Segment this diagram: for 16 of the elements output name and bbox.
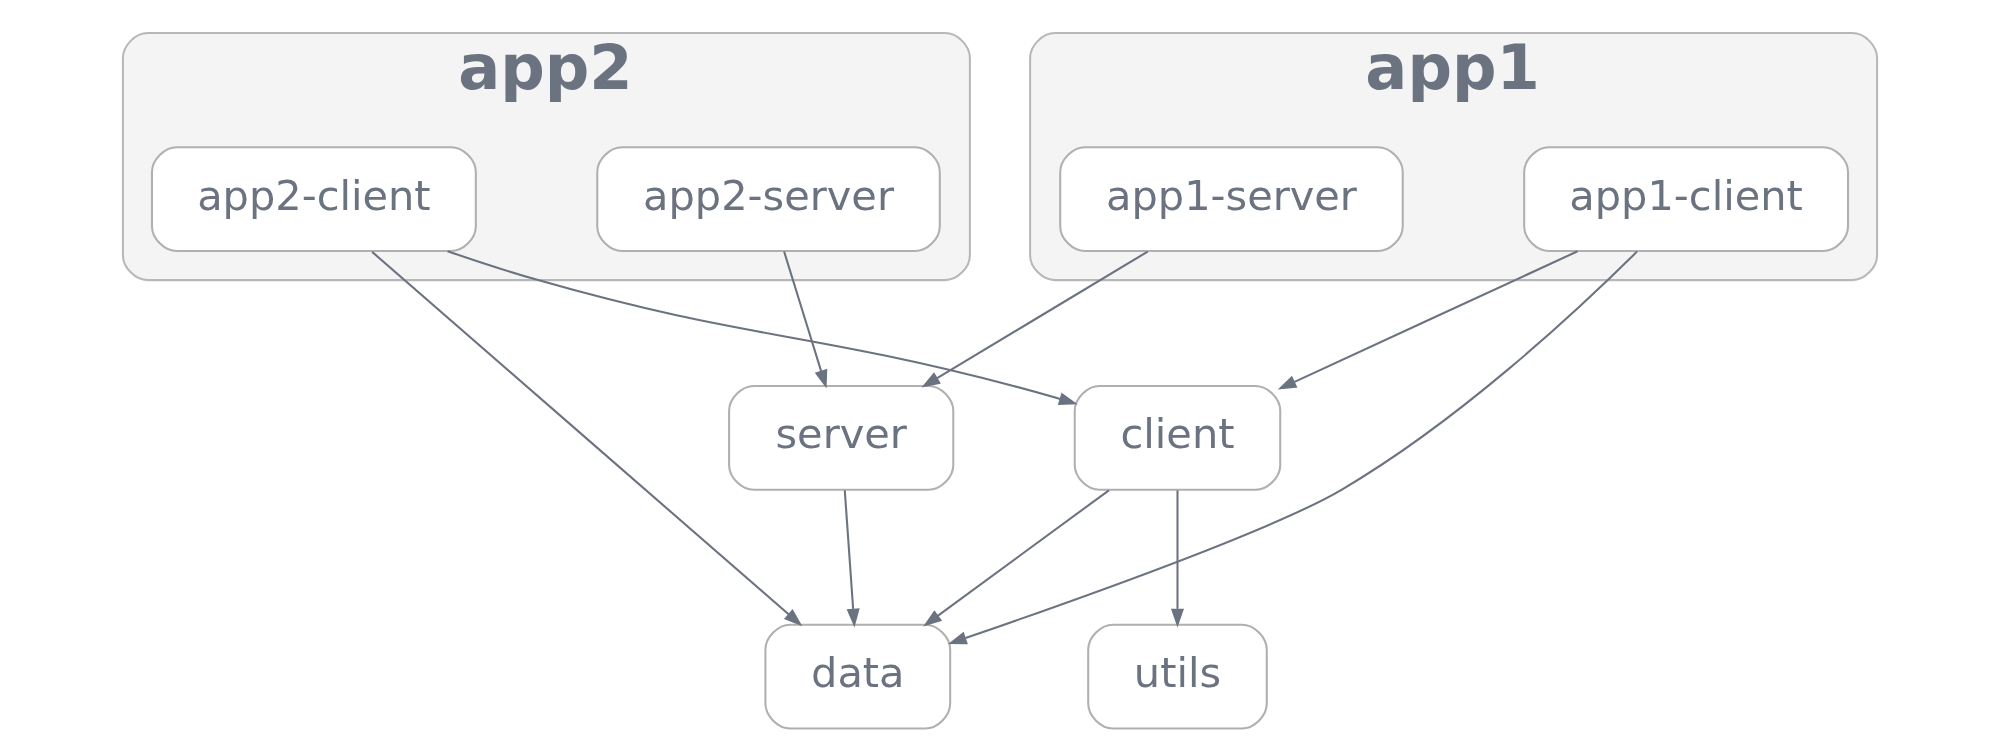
node-box: data — [764, 623, 952, 730]
node-box: app1-server — [1059, 146, 1404, 253]
arrow — [843, 490, 860, 628]
node-box: server — [728, 384, 955, 491]
node-box: app2-client — [150, 146, 477, 253]
arrow — [921, 250, 1149, 388]
arrow — [1170, 490, 1185, 628]
arrow — [948, 250, 1638, 645]
arrow — [923, 489, 1110, 627]
node-box: client — [1073, 384, 1282, 491]
node-box: app2-server — [596, 146, 941, 253]
arrow — [371, 251, 803, 627]
arrow — [783, 251, 828, 389]
node-box: utils — [1087, 623, 1268, 730]
arrow — [1277, 250, 1579, 390]
node-box: app1-client — [1523, 146, 1850, 253]
